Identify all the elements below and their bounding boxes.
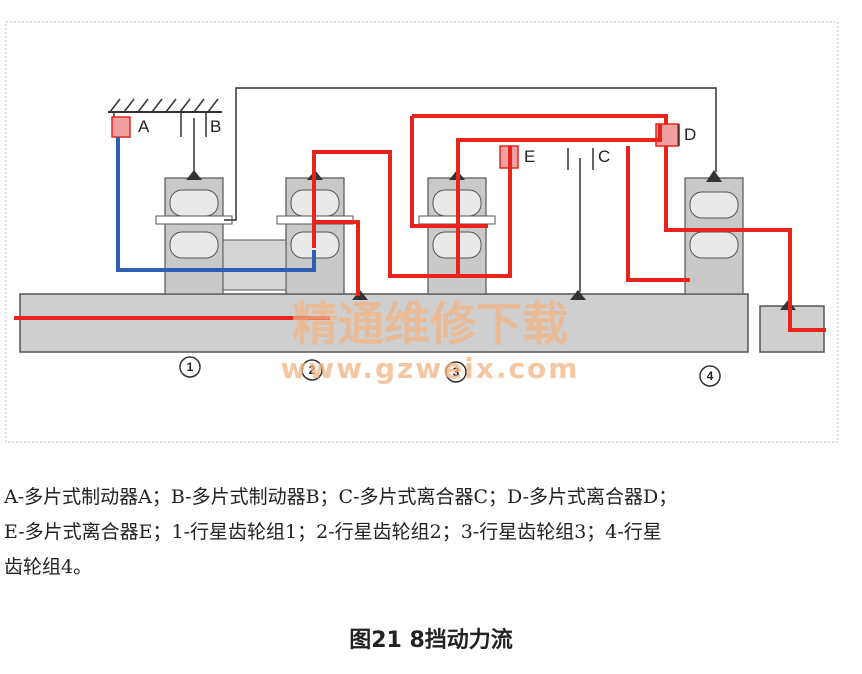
set1-set2-link — [222, 239, 287, 291]
gear-set-number-3: 3 — [445, 361, 467, 383]
label-brake-b: B — [210, 117, 221, 136]
power-flow-diagram: A B E C D 1 2 3 4 精通维修下载 www.gzweix.com — [5, 21, 839, 443]
watermark-cn: 精通维修下载 — [292, 297, 568, 351]
caption-line-2: E-多片式离合器E；1-行星齿轮组1；2-行星齿轮组2；3-行星齿轮组3；4-行… — [4, 521, 662, 543]
svg-text:4: 4 — [707, 369, 714, 383]
power-flow-paths — [14, 114, 826, 332]
planetary-set-4 — [684, 170, 744, 295]
brake-a — [111, 112, 131, 138]
planetary-set-1 — [155, 170, 233, 295]
clutch-c — [567, 148, 594, 292]
label-brake-a: A — [138, 117, 150, 136]
brake-b — [180, 112, 207, 172]
watermark-url: www.gzweix.com — [281, 352, 580, 385]
shaft-mark-c — [570, 290, 586, 300]
caption-line-3: 齿轮组4。 — [4, 556, 93, 578]
thin-link-set1-set4 — [224, 87, 717, 221]
label-clutch-d: D — [684, 125, 696, 144]
figure-title: 图21 8挡动力流 — [349, 628, 513, 653]
gear-set-number-1: 1 — [179, 356, 201, 378]
svg-text:1: 1 — [187, 360, 194, 374]
housing-ground — [108, 98, 222, 113]
label-clutch-c: C — [598, 147, 610, 166]
gear-set-number-2: 2 — [301, 359, 323, 381]
fixed-path-brake-a — [116, 137, 316, 272]
svg-text:2: 2 — [309, 363, 316, 377]
label-clutch-e: E — [524, 147, 535, 166]
svg-text:3: 3 — [453, 365, 460, 379]
main-shaft — [19, 293, 749, 353]
caption-line-1: A-多片式制动器A；B-多片式制动器B；C-多片式离合器C；D-多片式离合器D； — [4, 486, 678, 508]
gear-set-number-4: 4 — [699, 365, 721, 387]
figure-caption: A-多片式制动器A；B-多片式制动器B；C-多片式离合器C；D-多片式离合器D；… — [4, 480, 854, 585]
